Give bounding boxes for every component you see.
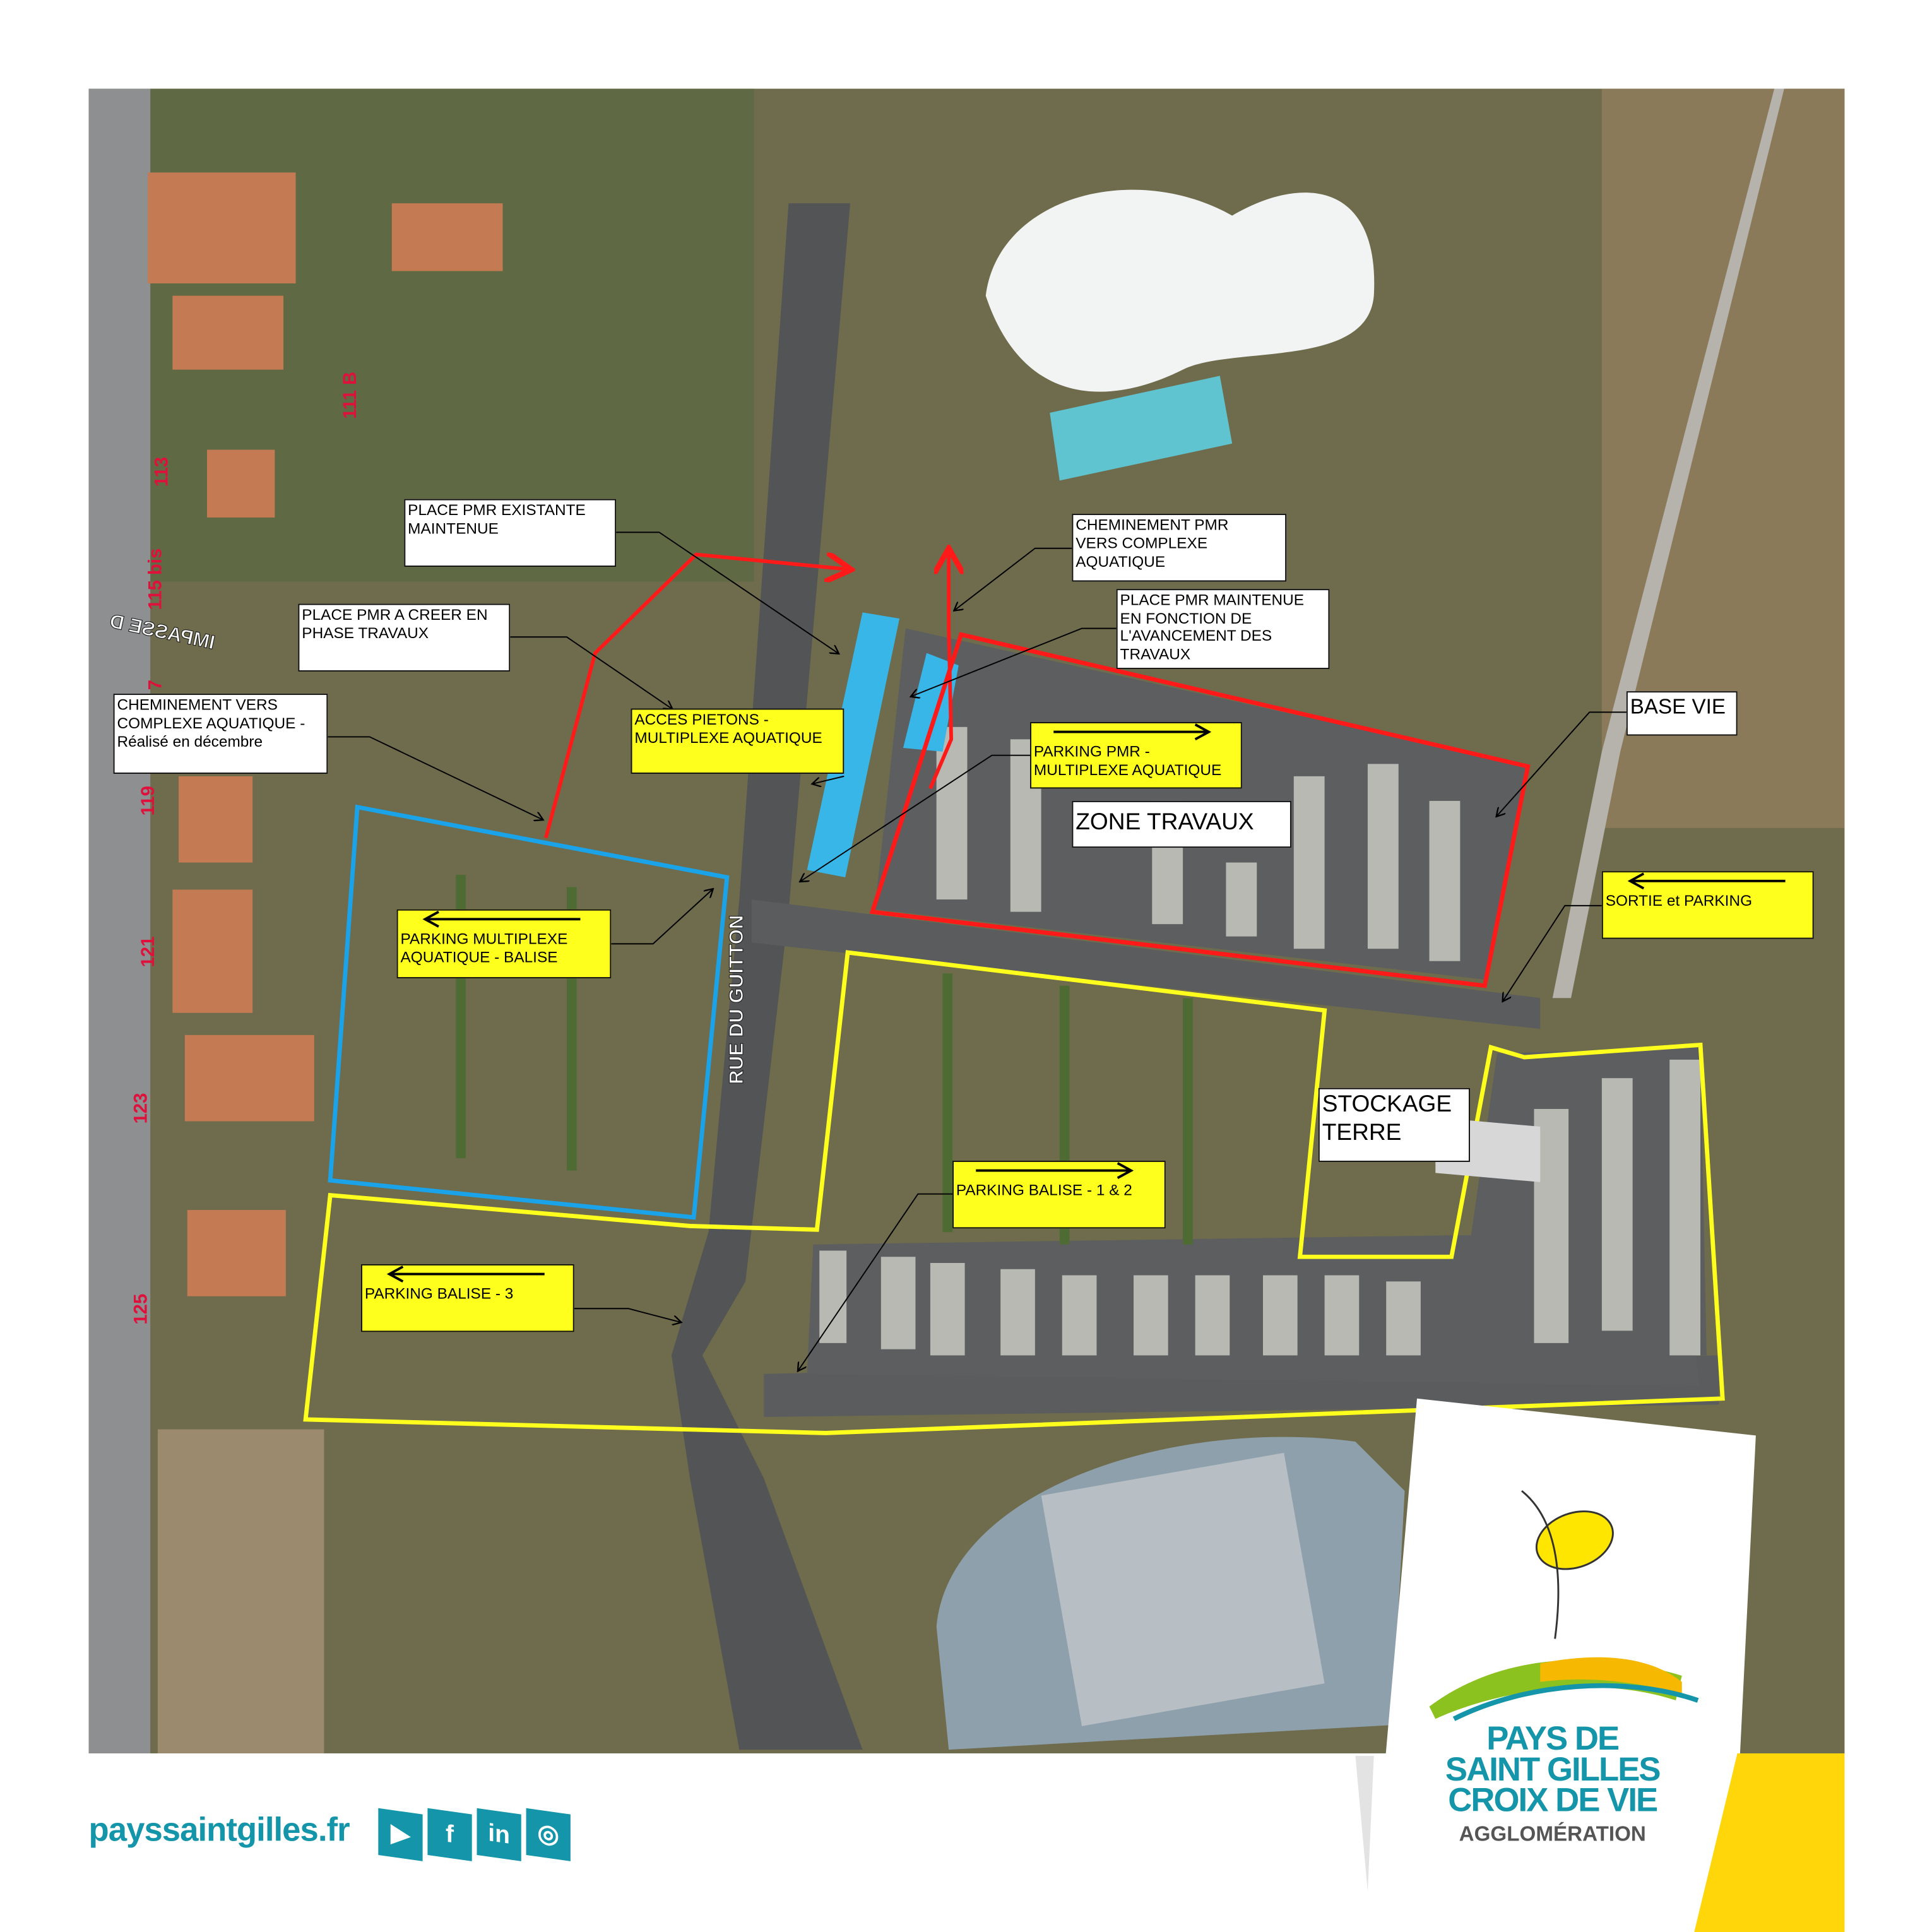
logo-line-2: SAINT GILLES [1445,1751,1661,1788]
callout-zone-travaux: ZONE TRAVAUX [1072,800,1291,848]
outdoor-pools [1050,376,1233,481]
yellow-corner [1694,1753,1845,1932]
callout-place-pmr-maintenue: PLACE PMR MAINTENUE EN FONCTION DE L'AVA… [1116,589,1330,670]
parking-multiplexe-outline [328,804,730,1220]
houses [148,172,503,1296]
callout-sortie-parking-text: SORTIE et PARKING [1605,892,1753,910]
arrow-right-icon [1053,723,1212,741]
brand-logo-mark [1429,1490,1699,1721]
callout-parking-pmr-text: PARKING PMR - MULTIPLEXE AQUATIQUE [1033,743,1222,779]
callout-parking-multiplexe-text: PARKING MULTIPLEXE AQUATIQUE - BALISE [400,930,568,966]
callout-sortie-parking: SORTIE et PARKING [1601,871,1814,939]
callout-place-pmr-creer: PLACE PMR A CREER EN PHASE TRAVAUX [298,603,511,672]
east-path [1552,88,1784,999]
callout-cheminement-pmr: CHEMINEMENT PMR VERS COMPLEXE AQUATIQUE [1072,514,1287,582]
house-number: 113 [151,456,173,487]
arrow-right-icon [976,1162,1134,1180]
access-road [751,899,1541,1029]
callout-acces-pietons: ACCES PIETONS - MULTIPLEXE AQUATIQUE [631,708,845,774]
aquatic-complex-building [985,189,1375,392]
garden-plots [157,1429,324,1753]
callout-cheminement-vers: CHEMINEMENT VERS COMPLEXE AQUATIQUE - Ré… [113,694,328,774]
house-number: 121 [138,936,159,968]
arena-roof [1041,1452,1325,1726]
logo-subtitle: AGGLOMÉRATION [1459,1822,1646,1846]
linkedin-icon[interactable]: in [477,1808,521,1861]
callout-stockage-terre: STOCKAGE TERRE [1318,1087,1470,1162]
logo-shadow [1355,1755,1374,1892]
leader-lines [328,531,1627,1370]
pmr-place-maintained [903,653,959,752]
house-number: 119 [138,786,159,816]
youtube-icon[interactable]: ▶ [378,1808,423,1861]
rue-du-guitton-road [671,203,863,1750]
arrow-left-icon [386,1265,545,1283]
house-number: 7 [145,679,167,690]
zone-travaux-outline [869,632,1531,988]
callout-parking-balise-1-2: PARKING BALISE - 1 & 2 [952,1160,1166,1229]
house-number: 115 bis [145,548,167,610]
main-road [88,88,151,1753]
logo-line-3: CROIX DE VIE [1448,1781,1658,1819]
arrow-left-icon [1627,872,1786,890]
website-link[interactable]: payssaintgilles.fr [88,1811,350,1849]
callout-parking-multiplexe-balise: PARKING MULTIPLEXE AQUATIQUE - BALISE [396,909,612,979]
instagram-icon[interactable]: ◎ [526,1808,571,1861]
pedestrian-path-arrow [543,554,848,839]
logo-line-1: PAYS DE [1486,1720,1620,1757]
callout-place-pmr-existante: PLACE PMR EXISTANTE MAINTENUE [404,499,617,567]
pmr-path-arrow [928,552,951,790]
callout-base-vie: BASE VIE [1626,691,1738,736]
arrow-left-icon [422,910,581,928]
callout-parking-balise-12-text: PARKING BALISE - 1 & 2 [956,1182,1132,1199]
house-number: 111 B [340,371,361,419]
pmr-place-existing [807,612,900,877]
facebook-icon[interactable]: f [427,1808,472,1861]
house-number: 123 [130,1093,152,1124]
callout-parking-balise-3: PARKING BALISE - 3 [360,1264,574,1332]
callout-parking-pmr: PARKING PMR - MULTIPLEXE AQUATIQUE [1030,721,1242,789]
callout-parking-balise-3-text: PARKING BALISE - 3 [364,1285,514,1303]
house-number: 125 [130,1293,152,1325]
east-lot [1454,1047,1707,1356]
street-label-rue-du-guitton: RUE DU GUITTON [726,915,748,1085]
